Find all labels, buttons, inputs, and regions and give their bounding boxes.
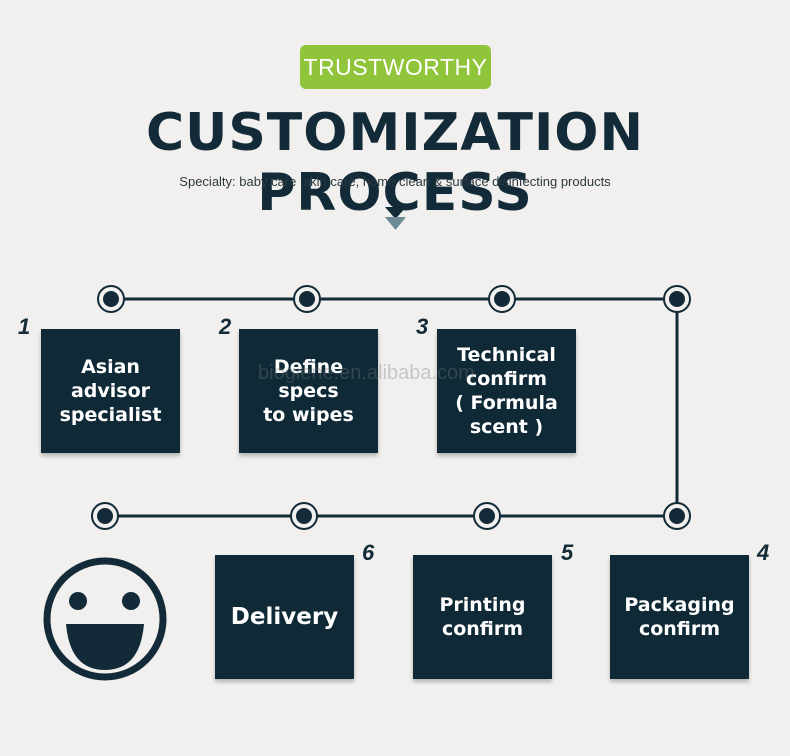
step-box-delivery: Delivery (215, 555, 354, 679)
step-number-6: 6 (362, 540, 375, 565)
step-box-packaging-confirm: Packaging confirm (610, 555, 749, 679)
step-box-define-specs: Define specs to wipes (239, 329, 378, 453)
target-node-icon (293, 285, 321, 313)
step-number-4: 4 (757, 540, 770, 565)
step-box-technical-confirm: Technical confirm ( Formula scent ) (437, 329, 576, 453)
step-number-3: 3 (416, 314, 429, 339)
page-subtitle: Specialty: baby care ,skin care, home cl… (179, 174, 611, 189)
target-node-icon (290, 502, 318, 530)
target-node-icon (488, 285, 516, 313)
page-title: CUSTOMIZATION PROCESS (145, 103, 645, 223)
step-box-printing-confirm: Printing confirm (413, 555, 552, 679)
target-node-icon (473, 502, 501, 530)
target-node-icon (91, 502, 119, 530)
watermark: biogiene.en.alibaba.com (258, 362, 475, 384)
step-number-2: 2 (219, 314, 232, 339)
step-number-1: 1 (18, 314, 31, 339)
target-node-icon (663, 285, 691, 313)
process-connector-line (105, 297, 679, 518)
smiley-face-icon (43, 557, 167, 681)
step-box-asian-advisor: Asian advisor specialist (41, 329, 180, 453)
target-node-icon (663, 502, 691, 530)
trustworthy-badge: TRUSTWORTHY (300, 45, 491, 89)
double-chevron-down-icon (385, 207, 406, 230)
target-node-icon (97, 285, 125, 313)
step-number-5: 5 (561, 540, 574, 565)
